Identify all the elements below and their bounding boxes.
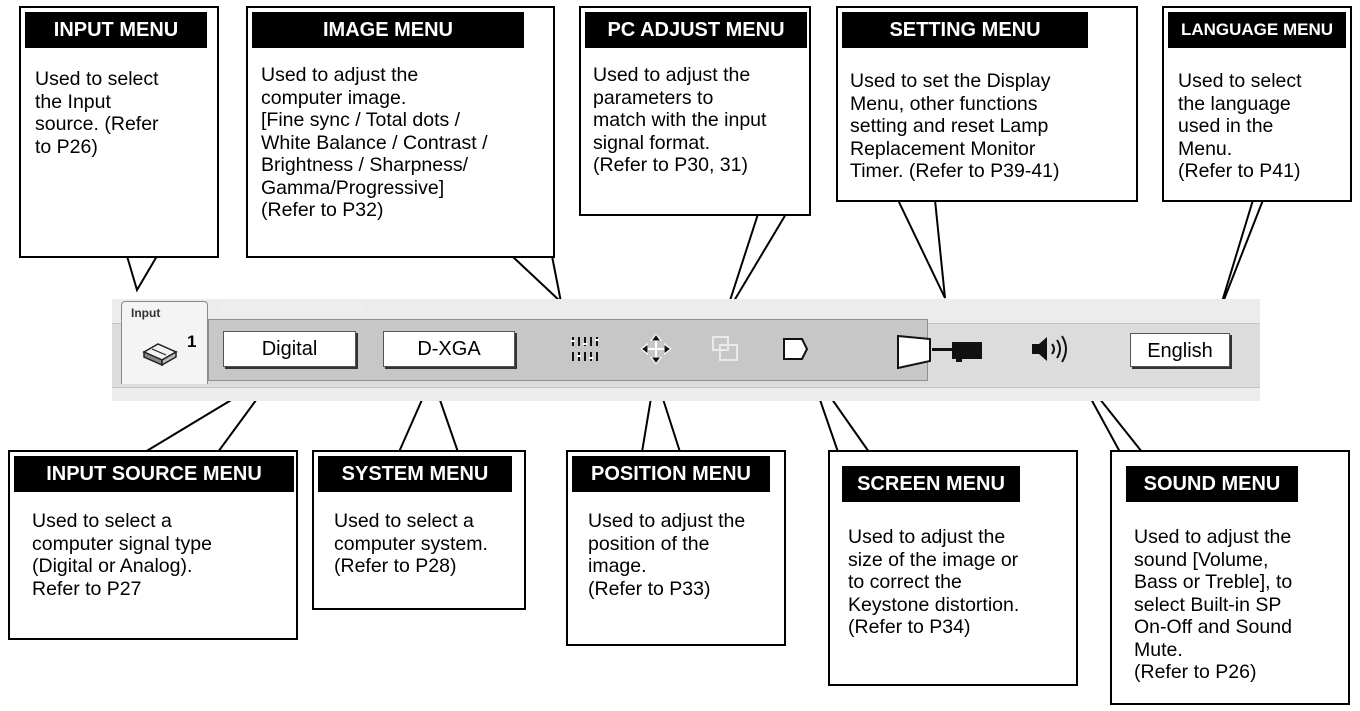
screen-menu-callout: SCREEN MENU Used to adjust the size of t… <box>828 450 1078 686</box>
callout-title: INPUT MENU <box>25 12 207 48</box>
position-icon[interactable] <box>639 332 673 366</box>
callout-title: SCREEN MENU <box>842 466 1020 502</box>
image-menu-callout: IMAGE MENU Used to adjust the computer i… <box>246 6 555 258</box>
callout-title: SYSTEM MENU <box>318 456 512 492</box>
screen-icon[interactable] <box>778 332 812 366</box>
pc-adjust-menu-callout: PC ADJUST MENU Used to adjust the parame… <box>579 6 811 216</box>
setting-menu-pointer <box>897 199 946 299</box>
image-adjust-icon[interactable] <box>568 332 602 366</box>
system-select[interactable]: D-XGA <box>383 331 515 367</box>
setting-menu-callout: SETTING MENU Used to set the Display Men… <box>836 6 1138 202</box>
callout-text: Used to select a computer signal type (D… <box>32 510 212 600</box>
callout-text: Used to set the Display Menu, other func… <box>850 70 1060 182</box>
callout-text: Used to adjust the position of the image… <box>588 510 746 600</box>
input-tab[interactable]: Input 1 <box>121 301 208 384</box>
input-source-menu-callout: INPUT SOURCE MENU Used to select a compu… <box>8 450 298 640</box>
callout-title: INPUT SOURCE MENU <box>14 456 294 492</box>
callout-text: Used to select the language used in the … <box>1178 70 1302 182</box>
callout-title: SETTING MENU <box>842 12 1088 48</box>
callout-text: Used to select the Input source. (Refer … <box>35 68 159 158</box>
callout-title: PC ADJUST MENU <box>585 12 807 48</box>
language-select[interactable]: English <box>1130 333 1230 367</box>
position-menu-callout: POSITION MENU Used to adjust the positio… <box>566 450 786 646</box>
image-menu-pointer <box>511 255 563 305</box>
callout-text: Used to adjust the parameters to match w… <box>593 64 767 176</box>
input-tab-label: Input <box>131 306 161 320</box>
callout-text: Used to select a computer system. (Refer… <box>334 510 488 577</box>
callout-title: POSITION MENU <box>572 456 770 492</box>
callout-text: Used to adjust the size of the image or … <box>848 526 1020 638</box>
setting-icon[interactable] <box>896 331 996 371</box>
callout-title: IMAGE MENU <box>252 12 524 48</box>
system-menu-callout: SYSTEM MENU Used to select a computer sy… <box>312 450 526 610</box>
input-source-select[interactable]: Digital <box>223 331 356 367</box>
input-number: 1 <box>187 332 197 351</box>
sound-menu-callout: SOUND MENU Used to adjust the sound [Vol… <box>1110 450 1350 705</box>
input-menu-pointer <box>126 255 158 293</box>
input-source-icon <box>142 343 178 367</box>
callout-text: Used to adjust the computer image. [Fine… <box>261 64 488 221</box>
callout-text: Used to adjust the sound [Volume, Bass o… <box>1134 526 1293 683</box>
language-menu-callout: LANGUAGE MENU Used to select the languag… <box>1162 6 1352 202</box>
projector-menu-bar: Input 1 Digital D-XGA <box>112 299 1260 401</box>
pc-adjust-icon[interactable] <box>708 332 742 366</box>
sound-icon[interactable] <box>1030 332 1074 366</box>
language-menu-pointer <box>1217 199 1264 316</box>
callout-title: LANGUAGE MENU <box>1168 12 1346 48</box>
input-menu-callout: INPUT MENU Used to select the Input sour… <box>19 6 219 258</box>
menu-bar-caption <box>222 301 362 312</box>
callout-title: SOUND MENU <box>1126 466 1298 502</box>
